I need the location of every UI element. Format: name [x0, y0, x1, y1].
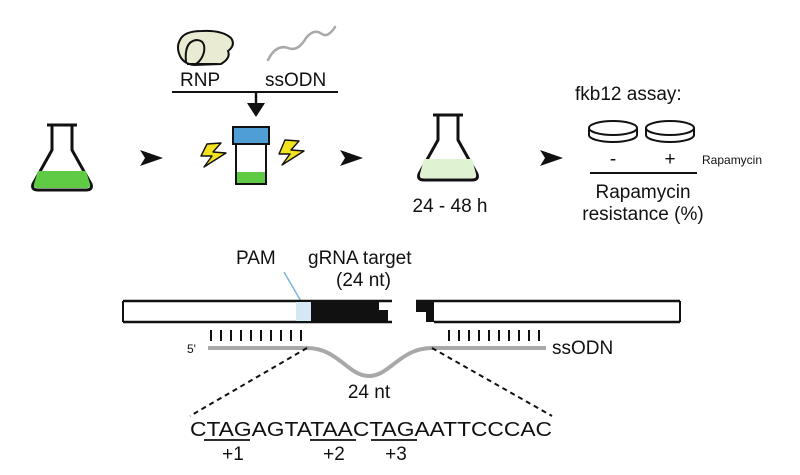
pam-label: PAM — [236, 248, 276, 269]
stop-codon-3-label: +3 — [385, 444, 407, 465]
spark-right-icon — [278, 139, 305, 166]
plate-plus-icon — [645, 120, 695, 143]
electroporation-cuvette-icon — [232, 126, 270, 185]
grna-target-site — [311, 301, 388, 322]
flask-culture-icon — [31, 123, 93, 192]
incubation-time: 24 - 48 h — [413, 196, 488, 217]
ssodn-insert-loop — [306, 346, 433, 379]
flask-recovery-icon — [417, 113, 479, 182]
assay-title: fkb12 assay: — [575, 84, 682, 105]
rapamycin-label: Rapamycin — [702, 153, 762, 167]
stop-codon-1-label: +1 — [222, 444, 244, 465]
ssodn-left-arm — [208, 330, 307, 350]
zoom-line-left — [189, 347, 308, 417]
resistance-line-2: resistance (%) — [582, 204, 703, 225]
pam-pointer — [283, 271, 303, 304]
grna-label: gRNA target — [308, 248, 412, 269]
genomic-dna — [122, 299, 681, 324]
rnp-label: RNP — [180, 70, 220, 91]
plate-minus-icon — [588, 120, 638, 143]
insert-length-label: 24 nt — [348, 382, 391, 403]
stop-codon-2-label: +2 — [323, 444, 345, 465]
rnp-complex-icon — [177, 29, 234, 67]
grna-length: (24 nt) — [336, 270, 391, 291]
spark-left-icon — [200, 142, 227, 168]
minus-label: - — [610, 149, 616, 170]
workflow-arrow-3 — [540, 150, 563, 166]
recovery-media — [419, 159, 477, 178]
mix-arrow-head — [247, 103, 265, 117]
insert-sequence: CTAGAGTATAACTAGAATTCCCAC — [190, 419, 552, 441]
ssodn-label: ssODN — [265, 70, 326, 91]
pam-site — [296, 302, 311, 321]
ssodn-right-arm — [432, 330, 546, 350]
ssodn-locus-label: ssODN — [552, 338, 613, 359]
culture-media — [33, 171, 91, 188]
resistance-line-1: Rapamycin — [595, 182, 690, 203]
workflow-arrow-1 — [140, 150, 163, 166]
five-prime-label: 5' — [187, 342, 196, 356]
ssodn-strand-icon — [266, 25, 337, 62]
cut-site-overhang — [416, 301, 434, 322]
workflow-arrow-2 — [340, 150, 363, 166]
zoom-line-right — [431, 347, 553, 417]
plus-label: + — [664, 149, 675, 170]
